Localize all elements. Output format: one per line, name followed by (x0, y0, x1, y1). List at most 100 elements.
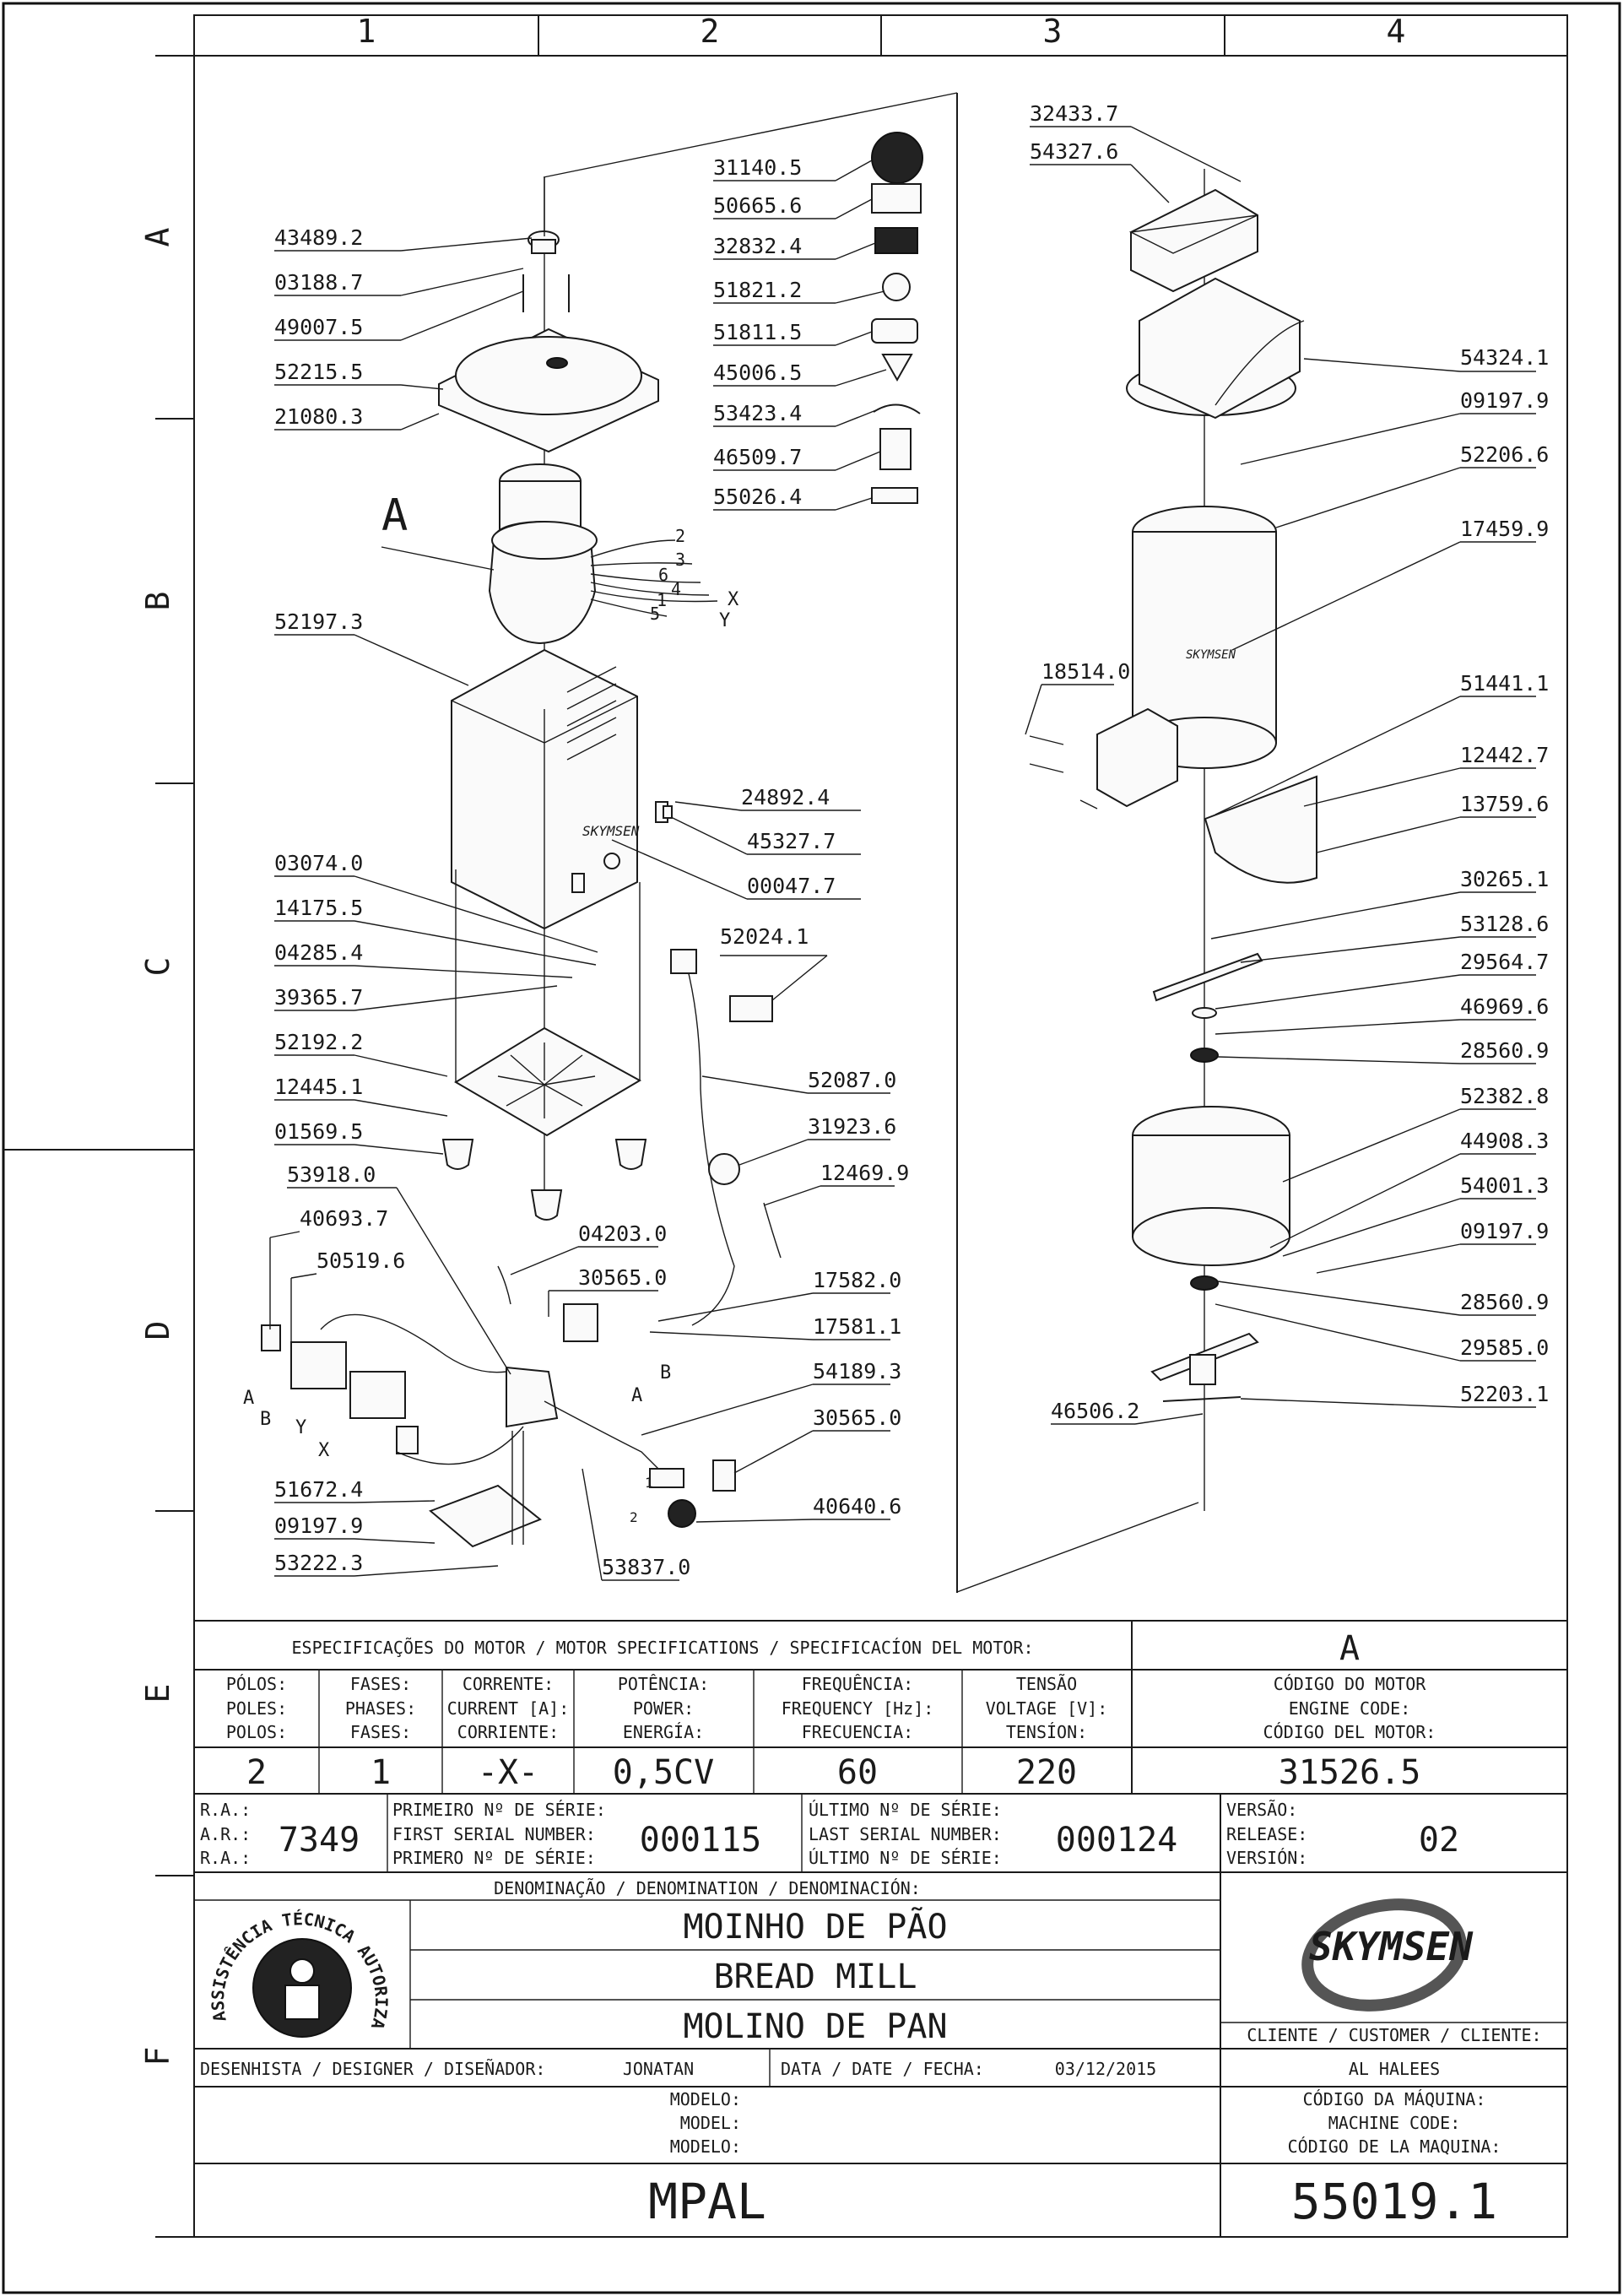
callout-12469-9: 12469.9 (820, 1161, 909, 1185)
phases-label-pt: FASES: (350, 1674, 411, 1694)
skymsen-logo: SKYMSEN (1301, 1898, 1474, 2012)
first-serial-label-en: FIRST SERIAL NUMBER: (392, 1824, 596, 1844)
engine-code-label-pt: CÓDIGO DO MOTOR (1274, 1674, 1427, 1694)
last-serial-label-pt: ÚLTIMO Nº DE SÉRIE: (809, 1800, 1002, 1820)
callout-52087-0: 52087.0 (808, 1068, 896, 1092)
motor-specs-header: ESPECIFICAÇÕES DO MOTOR / MOTOR SPECIFIC… (292, 1638, 1034, 1658)
callout-52203-1: 52203.1 (1460, 1382, 1549, 1406)
engine-code-label-en: ENGINE CODE: (1289, 1698, 1411, 1719)
callout-51672-4: 51672.4 (274, 1477, 363, 1502)
callout-49007-5: 49007.5 (274, 315, 363, 339)
power-label-pt: POTÊNCIA: (618, 1674, 709, 1694)
last-serial-label-en: LAST SERIAL NUMBER: (809, 1824, 1002, 1844)
wire-label: 5 (650, 604, 660, 624)
callout-54324-1: 54324.1 (1460, 345, 1549, 370)
callout-53837-0: 53837.0 (602, 1555, 690, 1579)
callout-54327-6: 54327.6 (1030, 139, 1118, 164)
poles-label-pt: PÓLOS: (226, 1674, 287, 1694)
model-value: MPAL (648, 2173, 766, 2230)
callout-04285-4: 04285.4 (274, 940, 363, 965)
callout-17582-0: 17582.0 (813, 1268, 901, 1292)
terminal-label: B (660, 1362, 671, 1384)
grid-col-4: 4 (1387, 13, 1406, 50)
wire-label: X (728, 589, 739, 610)
grid-row-f: F (139, 2047, 176, 2066)
callout-29585-0: 29585.0 (1460, 1335, 1549, 1360)
first-serial-label-pt: PRIMEIRO Nº DE SÉRIE: (392, 1800, 606, 1820)
wire-labels: 2 3 6 4 1 5 X Y A B Y X A B 1 2 (243, 526, 739, 1525)
authorized-service-seal: ASSISTÊNCIA TÉCNICA AUTORIZADA (0, 0, 392, 2038)
frequency-label-pt: FREQUÊNCIA: (802, 1674, 913, 1694)
grid-row-a: A (139, 227, 176, 246)
grid-row-e: E (139, 1684, 176, 1703)
current-value: -X- (478, 1753, 538, 1792)
callout-40640-6: 40640.6 (813, 1494, 901, 1519)
denomination-en: BREAD MILL (714, 1958, 917, 1996)
callout-21080-3: 21080.3 (274, 404, 363, 429)
callout-40693-7: 40693.7 (300, 1206, 388, 1231)
version-value: 02 (1419, 1821, 1459, 1860)
callout-50665-6: 50665.6 (713, 193, 802, 218)
callout-12442-7: 12442.7 (1460, 743, 1549, 767)
first-serial-value: 000115 (640, 1821, 762, 1860)
ra-label-en: A.R.: (200, 1824, 251, 1844)
grid-col-1: 1 (357, 13, 376, 50)
wire-label: Y (719, 610, 730, 631)
last-serial-value: 000124 (1056, 1821, 1178, 1860)
version-label-pt: VERSÃO: (1226, 1800, 1297, 1820)
phases-label-en: PHASES: (345, 1698, 416, 1719)
callout-29564-7: 29564.7 (1460, 950, 1549, 974)
poles-value: 2 (246, 1753, 267, 1792)
callout-17581-1: 17581.1 (813, 1314, 901, 1339)
black-disc-sticker (871, 132, 923, 184)
terminal-label: 2 (630, 1509, 638, 1525)
callout-04203-0: 04203.0 (578, 1221, 667, 1246)
voltage-label-en: VOLTAGE [V]: (986, 1698, 1108, 1719)
callout-30565-0-upper: 30565.0 (578, 1265, 667, 1290)
denomination-pt: MOINHO DE PÃO (683, 1906, 947, 1947)
customer-value: AL HALEES (1349, 2059, 1440, 2079)
ra-label-pt: R.A.: (200, 1800, 251, 1820)
callout-51821-2: 51821.2 (713, 278, 802, 302)
left-assembly: SKYMSEN (261, 177, 782, 1548)
first-serial-label-es: PRIMERO Nº DE SÉRIE: (392, 1848, 596, 1868)
callout-01569-5: 01569.5 (274, 1119, 363, 1144)
callout-52215-5: 52215.5 (274, 360, 363, 384)
callout-53222-3: 53222.3 (274, 1551, 363, 1575)
current-label-pt: CORRENTE: (463, 1674, 554, 1694)
voltage-label-es: TENSÍON: (1006, 1722, 1087, 1742)
callout-52192-2: 52192.2 (274, 1030, 363, 1054)
right-assembly: SKYMSEN (1029, 169, 1317, 1511)
wire-label: 6 (658, 565, 668, 585)
model-label-pt: MODELO: (670, 2089, 741, 2109)
denomination-header: DENOMINAÇÃO / DENOMINATION / DENOMINACIÓ… (494, 1878, 921, 1898)
model-label-es: MODELO: (670, 2136, 741, 2157)
arc-sticker (873, 403, 921, 414)
sticker-parts (871, 132, 923, 504)
triangle-sticker (881, 354, 913, 382)
wire-label: 3 (675, 550, 685, 570)
view-label-a: A (381, 490, 408, 541)
brand-name: SKYMSEN (1309, 1924, 1474, 1969)
terminal-label: 1 (645, 1475, 653, 1491)
phases-label-es: FASES: (350, 1722, 411, 1742)
divider-top-link (543, 92, 958, 178)
poles-label-en: POLES: (226, 1698, 287, 1719)
callout-45006-5: 45006.5 (713, 360, 802, 385)
ra-label-es: R.A.: (200, 1848, 251, 1868)
callout-32832-4: 32832.4 (713, 234, 802, 258)
callout-09197-9-left: 09197.9 (274, 1514, 363, 1538)
denomination-es: MOLINO DE PAN (683, 2007, 947, 2046)
callout-53918-0: 53918.0 (287, 1162, 376, 1187)
callouts-left: 43489.2 03188.7 49007.5 52215.5 21080.3 … (269, 225, 598, 1577)
callout-46506-2: 46506.2 (1051, 1399, 1139, 1423)
customer-label: CLIENTE / CUSTOMER / CLIENTE: (1247, 2025, 1541, 2045)
grid-row-b: B (139, 592, 176, 611)
terminal-label: A (631, 1385, 642, 1406)
callout-32433-7: 32433.7 (1030, 101, 1118, 126)
designer-label: DESENHISTA / DESIGNER / DISEÑADOR: (200, 2059, 545, 2079)
callout-30565-0-lower: 30565.0 (813, 1405, 901, 1430)
callout-28560-9-lower: 28560.9 (1460, 1290, 1549, 1314)
